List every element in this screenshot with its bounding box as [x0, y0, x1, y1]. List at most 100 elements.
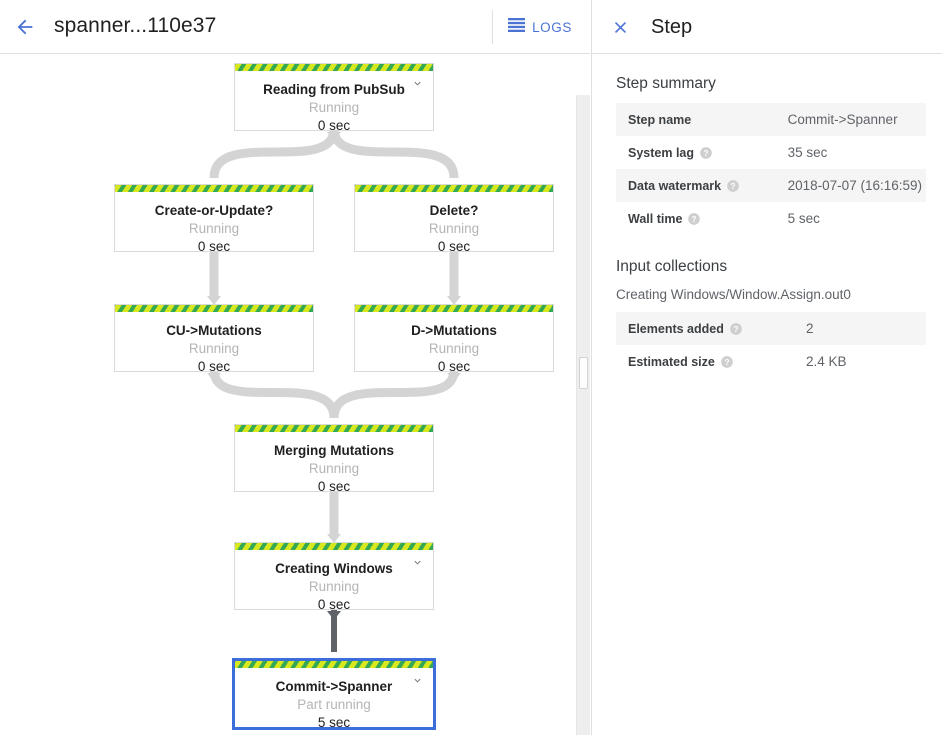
- job-graph-pane: spanner...110e37 LOGS Reading from PubS: [0, 0, 590, 735]
- node-body: Merging MutationsRunning0 sec: [235, 432, 433, 504]
- node-status: Running: [115, 340, 313, 357]
- row-key: Step name: [616, 103, 776, 136]
- step-panel-header: Step: [592, 0, 942, 54]
- logs-button[interactable]: LOGS: [508, 13, 572, 41]
- graph-node-create-or-update[interactable]: Create-or-Update?Running0 sec: [114, 184, 314, 252]
- node-title: Merging Mutations: [235, 442, 433, 459]
- svg-text:?: ?: [704, 148, 709, 157]
- row-key-label: Estimated size: [628, 355, 715, 369]
- node-status-stripe: [235, 661, 433, 668]
- node-status-stripe: [235, 425, 433, 432]
- table-row: Data watermark?2018-07-07 (16:16:59): [616, 169, 926, 202]
- node-title: Reading from PubSub: [235, 81, 433, 98]
- node-status-stripe: [115, 305, 313, 312]
- graph-vertical-scrollbar[interactable]: [576, 95, 590, 735]
- table-row: Step name Commit->Spanner: [616, 103, 926, 136]
- node-status-stripe: [115, 185, 313, 192]
- node-status: Part running: [235, 696, 433, 713]
- row-key-label: Step name: [628, 113, 691, 127]
- graph-node-d-mutations[interactable]: D->MutationsRunning0 sec: [354, 304, 554, 372]
- help-icon[interactable]: ?: [720, 355, 734, 369]
- node-elapsed-time: 0 sec: [235, 596, 433, 613]
- step-panel-title: Step: [651, 12, 692, 42]
- table-row: Wall time? 5 sec: [616, 202, 926, 235]
- node-status-stripe: [355, 185, 553, 192]
- graph-scrollbar-thumb[interactable]: [579, 357, 588, 389]
- back-arrow-icon[interactable]: [8, 10, 42, 44]
- node-body: Creating WindowsRunning0 sec: [235, 550, 433, 622]
- node-status-stripe: [235, 64, 433, 71]
- node-elapsed-time: 5 sec: [235, 714, 433, 731]
- node-body: Commit->SpannerPart running5 sec: [235, 668, 433, 735]
- chevron-down-icon[interactable]: [411, 556, 424, 569]
- node-title: Commit->Spanner: [235, 678, 433, 695]
- row-key-label: System lag: [628, 146, 694, 160]
- node-status: Running: [115, 220, 313, 237]
- step-details-pane: Step Step summary Step name Commit->Spann…: [591, 0, 942, 735]
- graph-node-delete[interactable]: Delete?Running0 sec: [354, 184, 554, 252]
- row-value: 35 sec: [776, 136, 926, 169]
- svg-text:?: ?: [692, 214, 697, 223]
- node-title: Creating Windows: [235, 560, 433, 577]
- node-body: Reading from PubSubRunning0 sec: [235, 71, 433, 143]
- input-collection-name: Creating Windows/Window.Assign.out0: [616, 286, 926, 304]
- node-status: Running: [235, 460, 433, 477]
- row-value: 5 sec: [776, 202, 926, 235]
- help-icon[interactable]: ?: [729, 322, 743, 336]
- row-key: Data watermark?: [616, 169, 776, 202]
- graph-node-reading-from-pubsub[interactable]: Reading from PubSubRunning0 sec: [234, 63, 434, 131]
- step-summary-section: Step summary Step nameCommit->SpannerSys…: [616, 74, 926, 235]
- row-key-label: Data watermark: [628, 179, 721, 193]
- row-key: System lag?: [616, 136, 776, 169]
- node-title: Delete?: [355, 202, 553, 219]
- help-icon[interactable]: ?: [699, 146, 713, 160]
- graph-node-cu-mutations[interactable]: CU->MutationsRunning0 sec: [114, 304, 314, 372]
- step-panel-body: Step summary Step nameCommit->SpannerSys…: [592, 54, 942, 378]
- row-key-label: Wall time: [628, 212, 682, 226]
- node-body: D->MutationsRunning0 sec: [355, 312, 553, 384]
- node-title: Create-or-Update?: [115, 202, 313, 219]
- node-title: D->Mutations: [355, 322, 553, 339]
- left-toolbar: spanner...110e37 LOGS: [0, 0, 590, 54]
- graph-node-commit-spanner[interactable]: Commit->SpannerPart running5 sec: [232, 658, 436, 730]
- row-key: Elements added?: [616, 312, 794, 345]
- input-collections-table: Elements added?2Estimated size?2.4 KB: [616, 312, 926, 378]
- graph-node-creating-windows[interactable]: Creating WindowsRunning0 sec: [234, 542, 434, 610]
- node-elapsed-time: 0 sec: [355, 238, 553, 255]
- row-key: Estimated size?: [616, 345, 794, 378]
- svg-text:?: ?: [724, 357, 729, 366]
- step-summary-heading: Step summary: [616, 74, 926, 94]
- node-elapsed-time: 0 sec: [235, 117, 433, 134]
- logs-list-icon: [508, 18, 525, 37]
- table-row: System lag?35 sec: [616, 136, 926, 169]
- chevron-down-icon[interactable]: [411, 77, 424, 90]
- page-title: spanner...110e37: [54, 11, 216, 41]
- row-value: 2.4 KB: [794, 345, 926, 378]
- svg-text:?: ?: [733, 324, 738, 333]
- chevron-down-icon[interactable]: [411, 674, 424, 687]
- node-body: Create-or-Update?Running0 sec: [115, 192, 313, 264]
- svg-text:?: ?: [731, 181, 736, 190]
- pipeline-graph-canvas[interactable]: Reading from PubSubRunning0 secCreate-or…: [0, 55, 590, 735]
- node-status-stripe: [235, 543, 433, 550]
- pipeline-edges: [0, 55, 590, 735]
- close-icon[interactable]: [604, 11, 636, 43]
- graph-node-merging-mutations[interactable]: Merging MutationsRunning0 sec: [234, 424, 434, 492]
- row-value: 2018-07-07 (16:16:59): [776, 169, 926, 202]
- row-value: Commit->Spanner: [776, 103, 926, 136]
- node-status: Running: [235, 99, 433, 116]
- node-status: Running: [355, 220, 553, 237]
- input-collections-heading: Input collections: [616, 257, 926, 277]
- node-elapsed-time: 0 sec: [355, 358, 553, 375]
- help-icon[interactable]: ?: [726, 179, 740, 193]
- input-collections-section: Input collections Creating Windows/Windo…: [616, 257, 926, 378]
- node-elapsed-time: 0 sec: [115, 238, 313, 255]
- table-row: Estimated size?2.4 KB: [616, 345, 926, 378]
- table-row: Elements added?2: [616, 312, 926, 345]
- node-elapsed-time: 0 sec: [235, 478, 433, 495]
- logs-button-label: LOGS: [532, 20, 572, 35]
- row-value: 2: [794, 312, 926, 345]
- row-key-label: Elements added: [628, 322, 724, 336]
- help-icon[interactable]: ?: [687, 212, 701, 226]
